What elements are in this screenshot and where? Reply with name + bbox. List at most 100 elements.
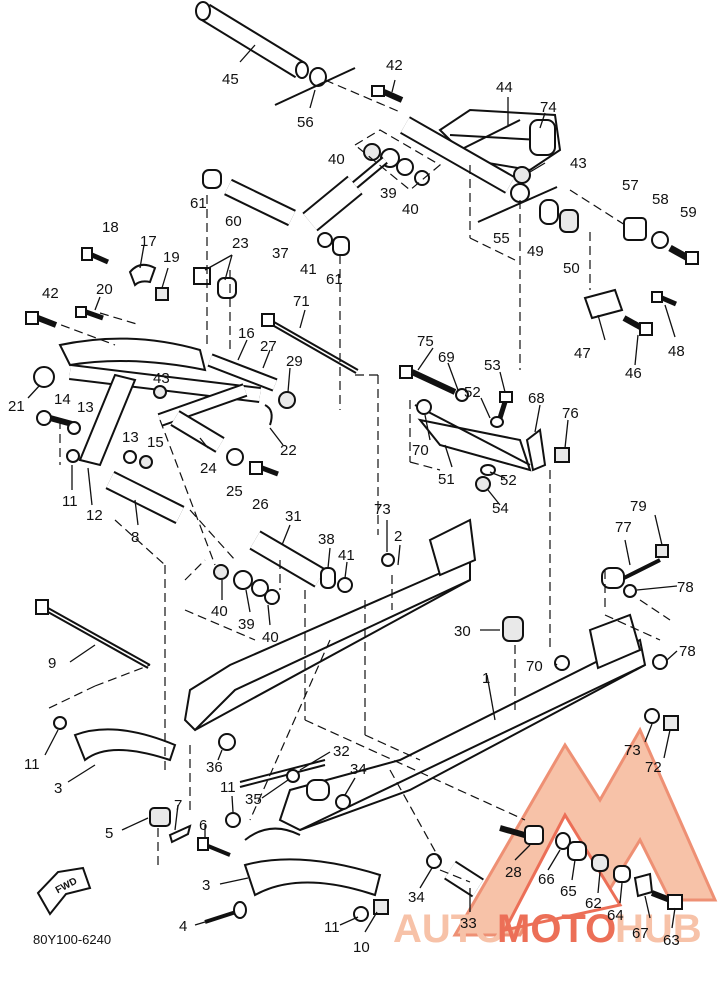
part-bush-61-left <box>202 169 222 189</box>
part-collar-25 <box>226 448 244 466</box>
part-bush-62 <box>591 854 609 872</box>
part-nut-43-top <box>513 166 531 184</box>
callout-number: 24 <box>200 460 217 477</box>
callout-number: 12 <box>86 507 103 524</box>
part-bolt-42-left <box>25 311 58 328</box>
part-nut-43-mid <box>153 385 167 399</box>
part-washer-13-b <box>123 450 137 464</box>
callout-number: 71 <box>293 293 310 310</box>
callout-number: 70 <box>526 658 543 675</box>
part-nut-29 <box>278 391 296 409</box>
callout-number: 9 <box>48 655 56 672</box>
part-stopper-8 <box>105 471 185 524</box>
part-bolt-28 <box>499 825 544 845</box>
part-washer-34-b <box>335 794 351 810</box>
part-clamp-17 <box>128 263 157 287</box>
part-shaft-24 <box>170 410 225 453</box>
part-washer-73-upper <box>381 553 395 567</box>
part-bush-38 <box>320 567 336 589</box>
part-link-68 <box>525 428 547 472</box>
callout-number: 11 <box>324 919 340 936</box>
callout-number: 79 <box>630 498 647 515</box>
part-bolt-71 <box>261 313 359 374</box>
part-bolt-14 <box>36 410 73 427</box>
part-bolt-77 <box>601 558 661 589</box>
callout-number: 17 <box>140 233 157 250</box>
callout-number: 43 <box>153 370 170 387</box>
part-washer-11-mid <box>225 812 241 828</box>
part-washer-34-lower <box>426 853 442 869</box>
callout-number: 74 <box>540 99 557 116</box>
callout-number: 39 <box>380 185 397 202</box>
part-washer-11-ski <box>53 716 67 730</box>
callout-number: 11 <box>62 493 78 510</box>
part-bolt-18 <box>81 247 110 265</box>
part-washer-73-lower <box>644 708 660 724</box>
part-shock-37 <box>302 156 388 232</box>
callout-number: 35 <box>245 791 262 808</box>
part-washer-69 <box>455 388 469 402</box>
callout-number: 52 <box>500 472 517 489</box>
callout-number: 6 <box>199 817 207 834</box>
callout-number: 53 <box>484 357 501 374</box>
callout-number: 62 <box>585 895 602 912</box>
part-bolt-26 <box>249 461 279 477</box>
callout-number: 5 <box>105 825 113 842</box>
part-plate-67 <box>633 872 654 898</box>
part-washer-41-upper <box>317 232 333 248</box>
callout-number: 78 <box>679 643 696 660</box>
callout-number: 22 <box>280 442 297 459</box>
callout-number: 34 <box>408 889 425 906</box>
part-nut-79 <box>655 544 669 558</box>
part-washer-78-upper <box>623 584 637 598</box>
part-washer-11-bottom <box>353 906 369 922</box>
part-block-30 <box>502 616 524 642</box>
part-pin-7 <box>168 824 192 844</box>
part-nut-19 <box>155 287 169 301</box>
callout-number: 61 <box>190 195 207 212</box>
callout-number: 64 <box>607 907 624 924</box>
part-bolt-9 <box>35 599 151 669</box>
part-washer-70-lower <box>554 655 570 671</box>
callout-number: 27 <box>260 338 277 355</box>
callout-number: 73 <box>624 742 641 759</box>
callout-number: 44 <box>496 79 513 96</box>
part-nut-72 <box>663 715 679 731</box>
callout-number: 23 <box>232 235 249 252</box>
watermark-logo: AUTO MOTO HUB <box>393 726 718 951</box>
callout-number: 39 <box>238 616 255 633</box>
part-washer-41-lower <box>337 577 353 593</box>
callout-number: 76 <box>562 405 579 422</box>
part-bolt-20 <box>75 306 104 321</box>
part-pin-22 <box>264 404 273 426</box>
callout-number: 10 <box>353 939 370 956</box>
part-washer-66 <box>555 832 571 850</box>
callout-number: 21 <box>8 398 25 415</box>
callout-number: 34 <box>350 761 367 778</box>
part-washer-40-upper-b <box>414 170 430 186</box>
callout-number: 30 <box>454 623 471 640</box>
part-slider-3-lower <box>243 858 382 897</box>
callout-number: 13 <box>77 399 94 416</box>
callout-number: 70 <box>412 442 429 459</box>
part-nut-15 <box>139 455 153 469</box>
callout-number: 78 <box>677 579 694 596</box>
callout-number: 40 <box>328 151 345 168</box>
callout-number: 25 <box>226 483 243 500</box>
callout-number: 38 <box>318 531 335 548</box>
part-washer-40-lower <box>251 579 269 597</box>
callout-number: 4 <box>179 918 187 935</box>
part-bolt-46 <box>622 315 653 336</box>
part-washer-35 <box>286 769 300 783</box>
part-arm-51 <box>414 404 532 472</box>
leader-lines <box>27 44 678 933</box>
part-arm-16 <box>58 337 278 427</box>
callout-number: 1 <box>482 670 490 687</box>
callout-number: 49 <box>527 243 544 260</box>
callout-number: 37 <box>272 245 289 262</box>
part-pin-6 <box>197 837 231 857</box>
callout-number: 41 <box>300 261 317 278</box>
part-bush-40-upper <box>363 143 381 161</box>
part-bush-61-right <box>332 236 350 256</box>
callout-number: 11 <box>24 756 40 773</box>
